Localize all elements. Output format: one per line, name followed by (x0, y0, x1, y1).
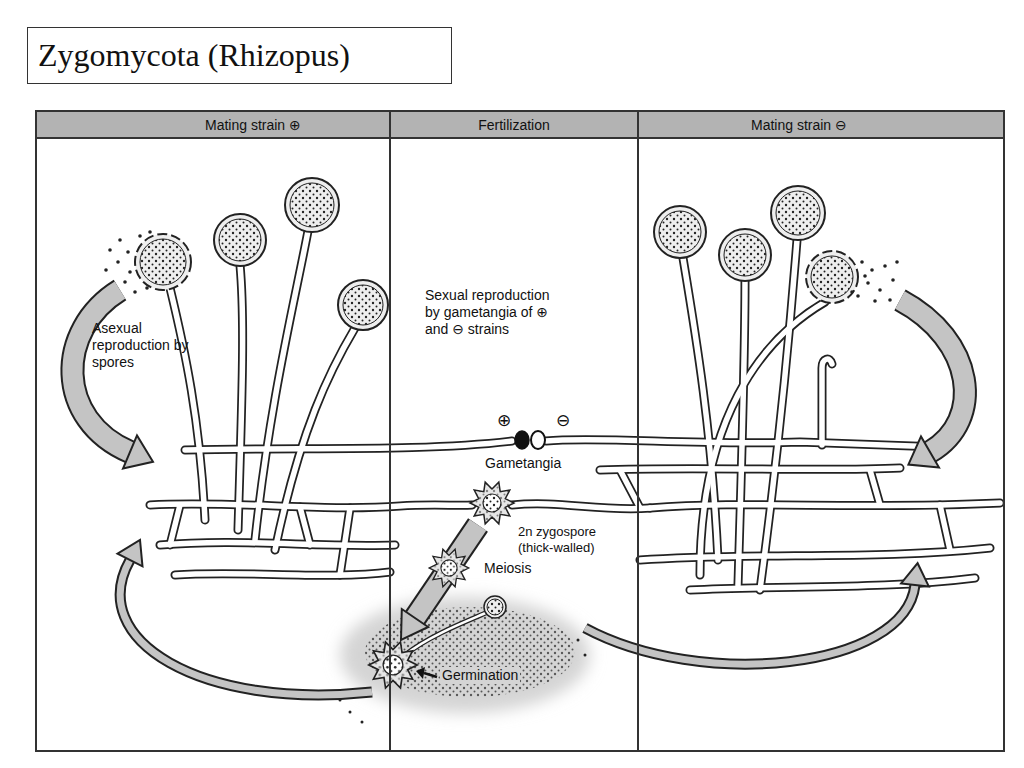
sporangia (214, 214, 266, 266)
sporangia (719, 229, 771, 281)
strain-symbol: ⊕ (497, 411, 511, 431)
cycle-arrows (401, 609, 428, 640)
spore-cloud (361, 721, 364, 724)
cycle-arrows (72, 290, 964, 618)
released-spores (883, 264, 887, 268)
zygospores (470, 482, 514, 524)
released-spores (866, 281, 870, 285)
panel-column: Mating strain ⊕ (35, 110, 391, 752)
structure-label: Gametangia (483, 455, 563, 472)
panel-heading: Mating strain ⊖ (751, 117, 847, 133)
sporangia (654, 206, 706, 258)
leader-arrow (416, 667, 425, 679)
released-spores (118, 238, 122, 242)
gametangia-pair (515, 431, 545, 449)
stage-label: Meiosis (482, 560, 533, 577)
zygospores (429, 549, 469, 587)
cycle-arrows (123, 435, 153, 468)
released-spores (873, 299, 877, 303)
header-band: Mating strain ⊕ (37, 112, 389, 139)
sporangia (219, 219, 261, 261)
sporangia (776, 191, 820, 235)
strain-symbol: ⊖ (556, 411, 570, 431)
sporangia (135, 234, 191, 290)
stage-label: Germination (440, 667, 520, 684)
released-spores (148, 230, 152, 234)
released-spores (860, 260, 864, 264)
released-spores (104, 268, 108, 272)
spore-cloud (349, 711, 352, 714)
header-band: Fertilization (391, 112, 637, 139)
cycle-arrows (120, 560, 915, 695)
spore-cloud (340, 597, 590, 713)
sporangia (343, 285, 383, 325)
released-spores (895, 260, 899, 264)
cycle-arrows (72, 290, 964, 695)
leader-arrow (424, 673, 437, 677)
sporangia (484, 596, 506, 618)
released-spores (145, 286, 149, 290)
hyphae (150, 231, 1000, 655)
sporangia (338, 280, 388, 330)
panel-column: Fertilization (389, 110, 639, 752)
structure-label: 2n zygospore (thick-walled) (516, 524, 632, 555)
sporangia (806, 251, 858, 303)
panel-heading: Mating strain ⊕ (205, 117, 301, 133)
released-spores (123, 280, 127, 284)
sporangia (487, 599, 503, 615)
leader-arrow (416, 667, 437, 679)
released-spores (870, 268, 874, 272)
released-spores (116, 260, 120, 264)
released-spores (108, 248, 112, 252)
sporangia (659, 211, 701, 253)
sporangia (135, 178, 858, 618)
cycle-arrows (118, 540, 143, 566)
gametangia-pair (515, 431, 529, 449)
cycle-arrows (901, 563, 929, 586)
released-spores (128, 270, 132, 274)
released-spores (878, 288, 882, 292)
released-spores (126, 250, 130, 254)
gametangia-pair (531, 431, 545, 449)
spore-cloud (584, 654, 587, 657)
released-spores (138, 234, 142, 238)
sporangia (771, 186, 825, 240)
released-spores (856, 294, 860, 298)
header-band: Mating strain ⊖ (639, 112, 1003, 139)
hyphae (150, 231, 1000, 590)
released-spores (888, 298, 892, 302)
sporangia (811, 256, 853, 298)
cycle-arrows (120, 560, 915, 695)
process-label: Asexual reproduction by spores (92, 320, 192, 370)
panel-heading: Fertilization (478, 117, 550, 133)
sporangia (285, 178, 339, 232)
released-spores (863, 274, 867, 278)
released-spores (891, 278, 895, 282)
zygospores (369, 642, 417, 688)
diagram-title: Zygomycota (Rhizopus) (38, 37, 350, 74)
spore-cloud (365, 607, 575, 697)
spore-cloud (577, 639, 580, 642)
spore-cloud (339, 597, 591, 724)
cycle-arrows (908, 436, 939, 467)
hyphae (150, 231, 1000, 590)
sporangia (290, 183, 334, 227)
cycle-arrows (72, 290, 964, 618)
sporangia (140, 239, 186, 285)
title-box: Zygomycota (Rhizopus) (27, 27, 452, 84)
process-label: Sexual reproduction by gametangia of ⊕ a… (425, 287, 565, 337)
released-spores (133, 290, 137, 294)
panel-column: Mating strain ⊖ (637, 110, 1005, 752)
sporangia (724, 234, 766, 276)
released-spores (850, 290, 854, 294)
